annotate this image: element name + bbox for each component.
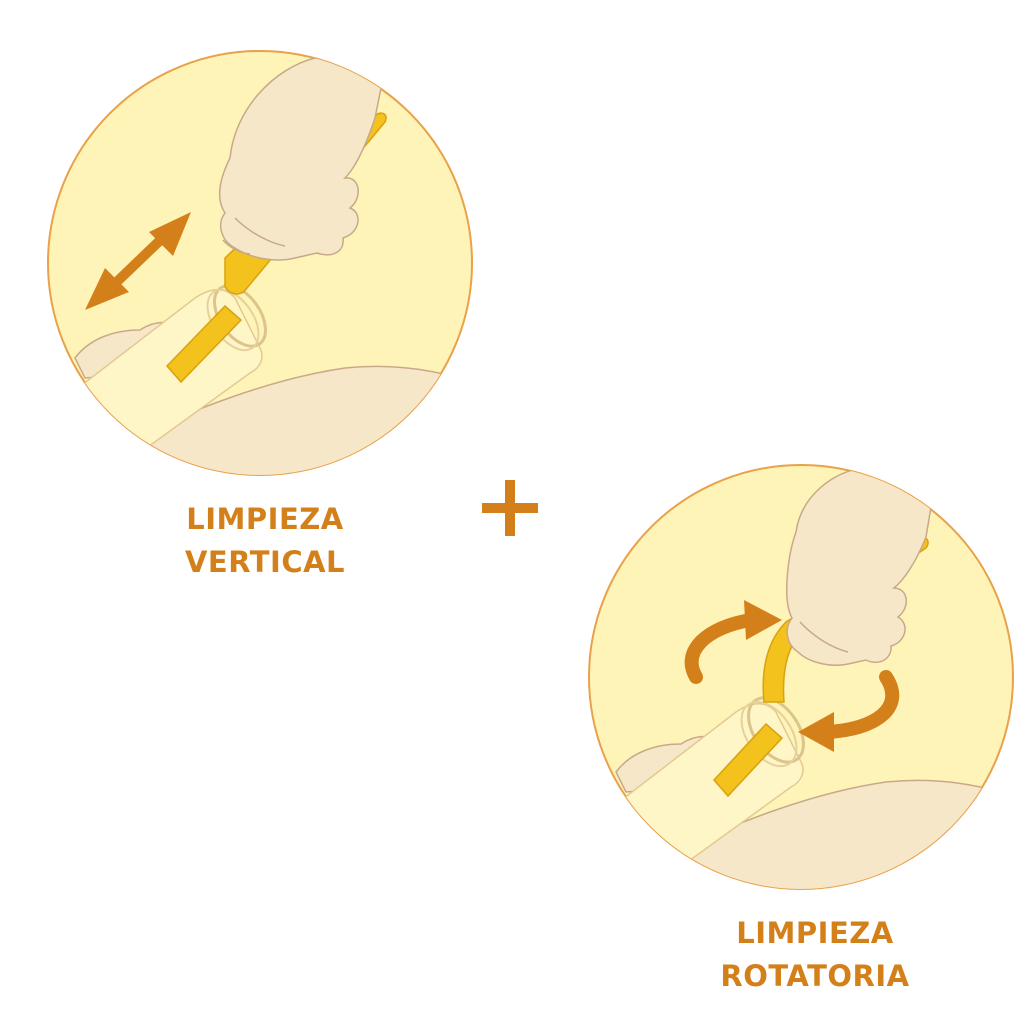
finger-crease (799, 621, 849, 653)
thumb-crease (222, 239, 251, 255)
caption-rotary-line2: ROTATORIA (720, 959, 910, 993)
rotate-arrows-icon (684, 600, 900, 752)
caption-rotary: LIMPIEZA ROTATORIA (690, 912, 940, 998)
illustration-vertical-cleaning (47, 50, 473, 476)
caption-vertical: LIMPIEZA VERTICAL (140, 498, 390, 584)
brush-head (165, 304, 243, 384)
double-arrow-icon (85, 212, 191, 310)
brush-head (712, 722, 784, 798)
caption-vertical-line2: VERTICAL (184, 545, 346, 579)
plus-icon (482, 480, 538, 536)
caption-vertical-line1: LIMPIEZA (186, 502, 344, 536)
holding-hand (786, 466, 937, 666)
finger-crease (234, 217, 286, 247)
illustration-rotary-cleaning (588, 464, 1014, 890)
caption-rotary-line1: LIMPIEZA (736, 916, 894, 950)
